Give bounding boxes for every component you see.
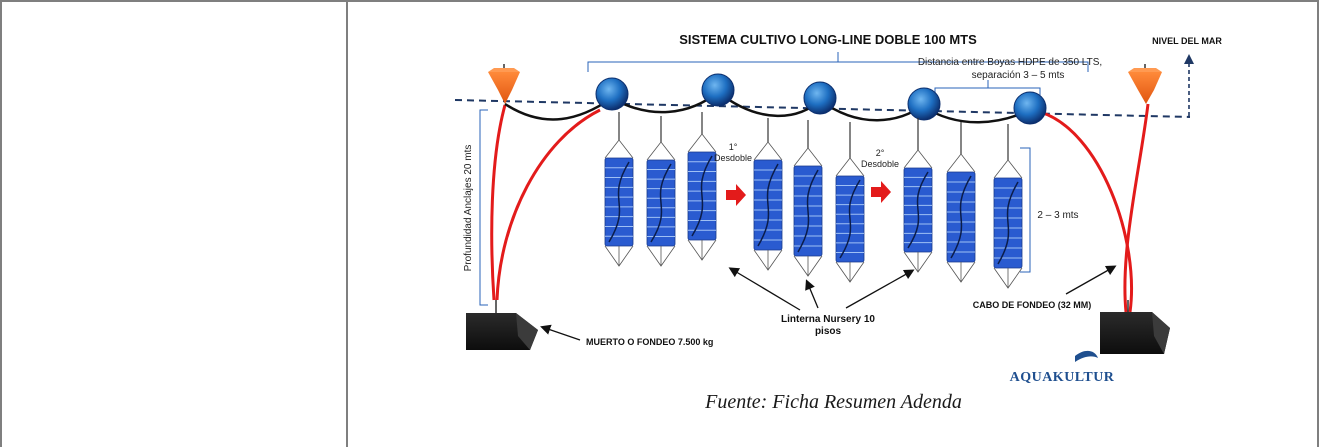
lantern-label-1: Linterna Nursery 10 — [781, 314, 875, 325]
lantern-1 — [604, 112, 634, 267]
buoy-distance-label-1: Distancia entre Boyas HDPE de 350 LTS, — [918, 57, 1102, 68]
lantern-height-label: 2 – 3 mts — [1037, 210, 1078, 221]
aquakultur-logo: AQUAKULTUR — [1010, 350, 1115, 385]
mooring-line-label: CABO DE FONDEO (32 MM) — [973, 300, 1092, 310]
buoy-1 — [595, 77, 629, 111]
end-buoy-right — [1128, 64, 1162, 104]
unfold-2-number: 2° — [876, 148, 885, 158]
buoy-distance-label-2: separación 3 – 5 mts — [972, 70, 1065, 81]
mooring-ropes — [490, 103, 1150, 313]
lantern-5 — [793, 120, 823, 277]
depth-bracket — [479, 109, 488, 306]
buoy-4 — [907, 87, 941, 121]
unfold-2-label: Desdoble — [861, 159, 899, 169]
buoys — [595, 73, 1047, 125]
figure-caption: Fuente: Ficha Resumen Adenda — [705, 391, 962, 413]
lantern-6 — [835, 122, 865, 283]
buoy-5 — [1013, 91, 1047, 125]
anchor-block-left — [466, 300, 538, 350]
unfold-arrow-1 — [726, 184, 746, 206]
title-bracket — [587, 52, 1089, 72]
lantern-4 — [753, 118, 783, 271]
diagram-title: SISTEMA CULTIVO LONG-LINE DOBLE 100 MTS — [679, 32, 977, 47]
anchor-pointer — [540, 324, 581, 341]
column-divider — [346, 0, 348, 447]
lantern-pointers — [728, 267, 915, 311]
lantern-2 — [646, 116, 676, 267]
lantern-height-bracket — [1020, 147, 1031, 273]
lantern-9 — [993, 124, 1023, 289]
sea-level-line — [454, 99, 1191, 118]
sea-level-label: NIVEL DEL MAR — [1152, 36, 1222, 46]
mooring-line-pointer — [1065, 265, 1117, 295]
lantern-7 — [903, 118, 933, 273]
lanterns — [604, 112, 1023, 289]
anchor-label: MUERTO O FONDEO 7.500 kg — [586, 337, 713, 347]
brand-label: AQUAKULTUR — [1010, 370, 1115, 385]
figure-caption-wrap: Fuente: Ficha Resumen Adenda — [0, 391, 1319, 414]
buoy-2 — [701, 73, 735, 107]
lantern-label-2: pisos — [815, 326, 842, 337]
unfold-1-number: 1° — [729, 142, 738, 152]
sea-level-arrowhead — [1184, 54, 1194, 64]
depth-label: Profundidad Anclajes 20 mts — [463, 145, 474, 272]
buoy-3 — [803, 81, 837, 115]
end-buoy-left — [488, 64, 520, 104]
unfold-arrow-2 — [871, 181, 891, 203]
lantern-8 — [946, 122, 976, 283]
lantern-3 — [687, 112, 717, 261]
anchor-block-right — [1100, 300, 1170, 354]
unfold-1-label: Desdoble — [714, 153, 752, 163]
